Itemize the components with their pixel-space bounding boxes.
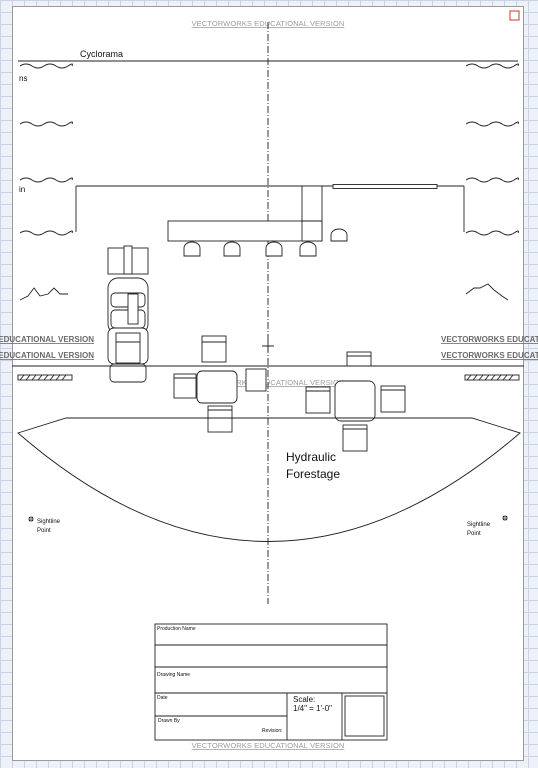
title-drawn-by: Drawn By [158,718,180,724]
sightline-point-icon [502,515,508,521]
car-seat[interactable] [127,293,139,325]
sightline-right-label-1: Sightline [467,522,491,528]
sightline-right-label-2: Point [467,531,481,537]
sightline-point-icon [28,516,34,522]
proscenium-left [17,374,73,381]
left-label-in: in [19,185,25,194]
bed-pillow[interactable] [123,245,133,275]
title-production-name: Production Name [157,626,196,632]
chair-right-upstage[interactable] [346,351,372,367]
title-scale-value: 1/4" = 1'-0" [293,704,332,713]
arch-unit-4[interactable] [299,241,317,257]
proscenium-right-hatch [466,374,514,381]
arch-unit-5[interactable] [330,228,348,242]
riser-tower[interactable] [301,185,323,242]
sightline-left-label-2: Point [37,528,51,534]
masking-left [19,287,68,301]
chair-left-east[interactable] [245,368,267,392]
leg-curtain-right-4 [465,230,519,236]
sightline-left-label-1: Sightline [37,519,61,525]
title-revision: Revision: [262,728,283,734]
arch-unit-1[interactable] [183,241,201,257]
title-scale-label: Scale: [293,695,315,704]
left-label-ns: ns [19,74,27,83]
booth-seat[interactable] [115,332,141,364]
leg-curtain-left-3 [19,177,73,183]
watermark-bottom: VECTORWORKS EDUCATIONAL VERSION [192,741,345,750]
watermark-right-1: VECTORWORKS EDUCATIONAL VERSION [441,335,538,344]
leg-curtain-left-1 [19,63,73,69]
title-drawing-name: Drawing Name [157,672,190,678]
watermark-right-2: VECTORWORKS EDUCATIONAL VERSION [441,351,538,360]
leg-curtain-right-2 [465,121,519,127]
watermark-left-2: VECTORWORKS EDUCATIONAL VERSION [0,351,94,360]
title-date: Date [157,695,168,701]
upstage-batten[interactable] [332,184,438,189]
masking-right [465,283,509,301]
hydraulic-label-2: Forestage [286,467,340,481]
center-cross [262,340,274,352]
title-block [154,623,388,741]
table-right[interactable] [334,380,376,422]
watermark-left-1: VECTORWORKS EDUCATIONAL VERSION [0,335,94,344]
hydraulic-label-1: Hydraulic [286,450,336,464]
red-square-icon[interactable] [509,10,520,21]
arch-unit-2[interactable] [223,241,241,257]
proscenium-left-hatch [19,374,67,381]
leg-curtain-left-4 [19,230,73,236]
title-block-logo-box [344,695,385,737]
leg-curtain-left-2 [19,121,73,127]
booth-base[interactable] [109,363,147,383]
forestage-outline[interactable] [17,417,521,542]
chair-center-upstage[interactable] [201,335,227,363]
leg-curtain-right-1 [465,63,519,69]
arch-unit-3[interactable] [265,241,283,257]
cyclorama-label: Cyclorama [80,49,123,59]
chair-left-west[interactable] [173,373,197,399]
proscenium-right [464,374,520,381]
riser-platform[interactable] [167,220,323,242]
table-left[interactable] [196,370,238,404]
leg-curtain-right-3 [465,177,519,183]
